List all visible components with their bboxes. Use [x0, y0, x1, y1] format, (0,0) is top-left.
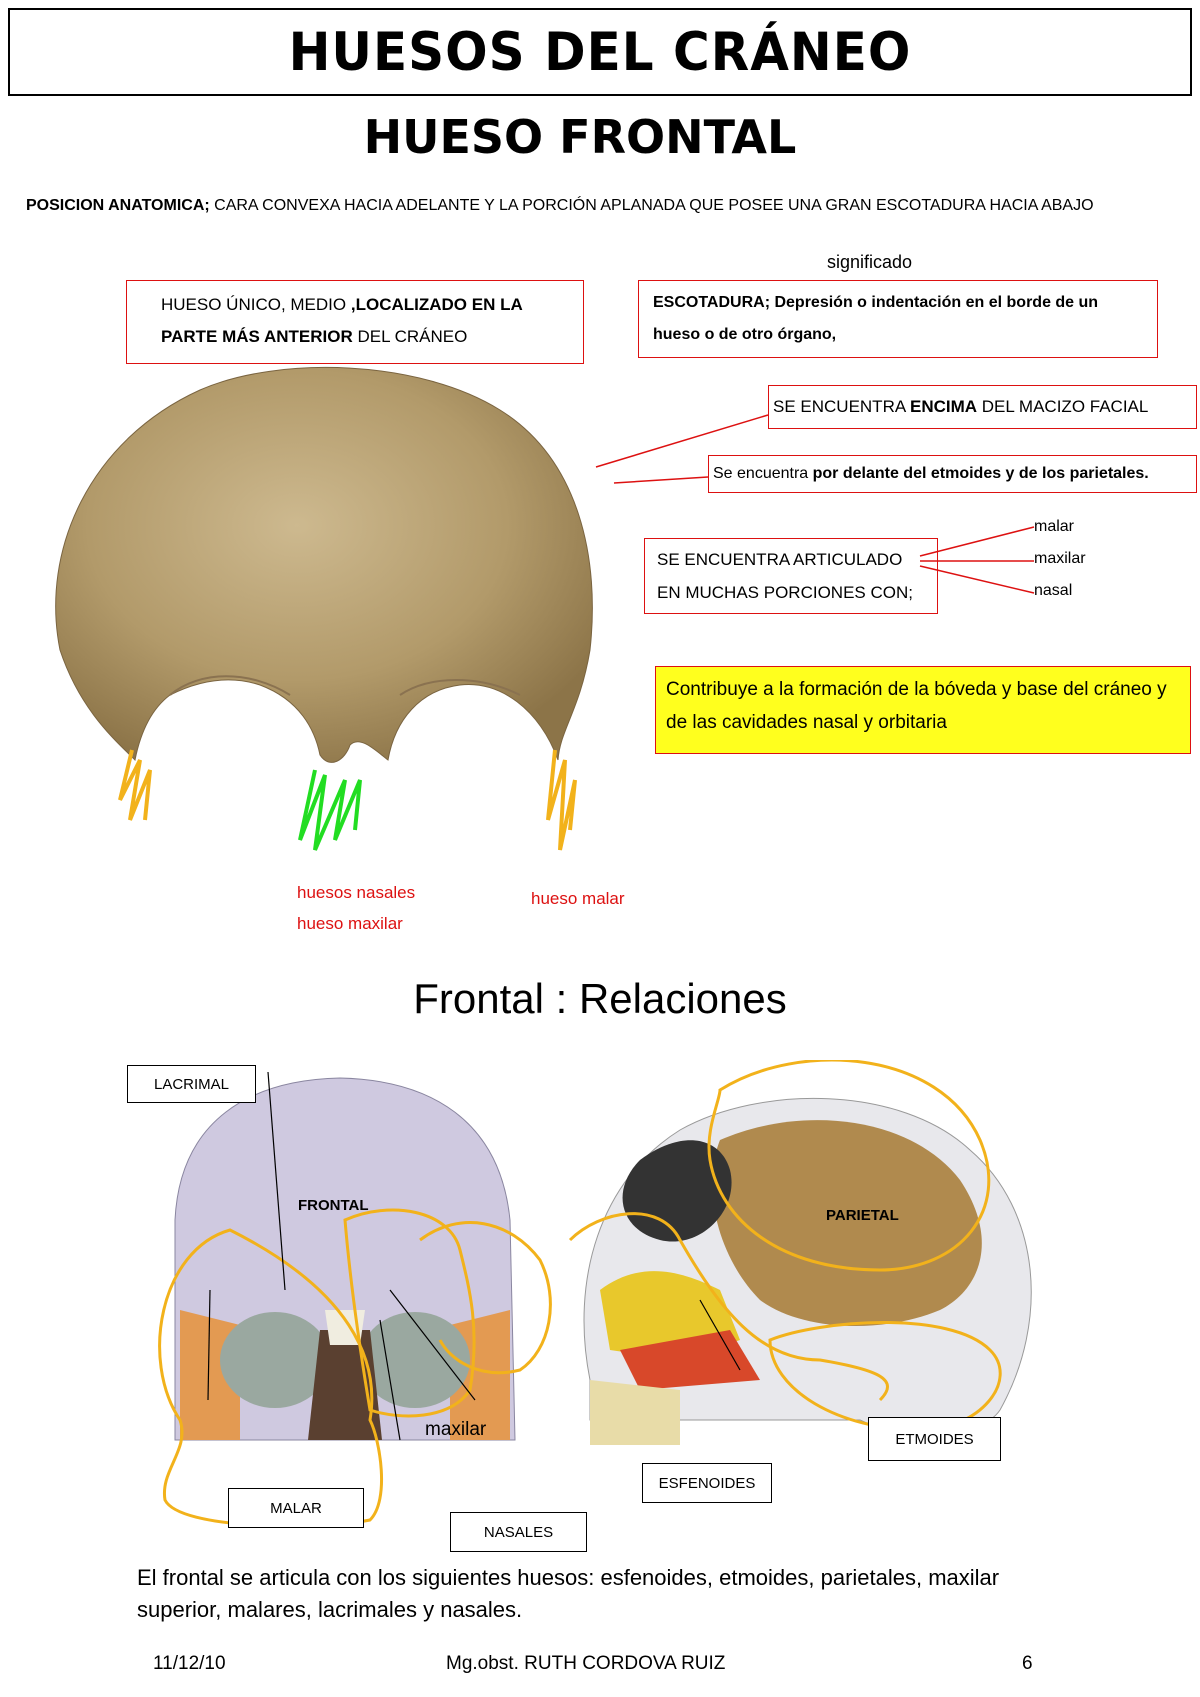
etmoides-box: ETMOIDES	[868, 1417, 1001, 1461]
malar-box: MALAR	[228, 1488, 364, 1528]
footer-author: Mg.obst. RUTH CORDOVA RUIZ	[446, 1653, 726, 1674]
footer-date: 11/12/10	[153, 1653, 226, 1674]
branch-maxilar: maxilar	[1034, 550, 1086, 567]
page-number: 6	[1022, 1653, 1033, 1674]
note-encima-c: DEL MACIZO FACIAL	[977, 397, 1149, 416]
skull-front-view: FRONTAL	[174, 1077, 516, 1441]
section-title: Frontal : Relaciones	[413, 975, 787, 1022]
note-escotadura: ESCOTADURA; Depresión o indentación en e…	[638, 280, 1158, 358]
maxilar-label: maxilar	[425, 1419, 487, 1440]
scribble-right-orange	[546, 749, 577, 851]
branch-nasal: nasal	[1034, 582, 1073, 599]
frontal-bone-illustration	[55, 366, 593, 851]
position-text: CARA CONVEXA HACIA ADELANTE Y LA PORCIÓN…	[209, 197, 1094, 214]
title-box: HUESOS DEL CRÁNEO	[8, 8, 1192, 96]
frontal-bone-shape	[55, 366, 593, 763]
note-unico-c: DEL CRÁNEO	[352, 327, 468, 346]
note-unico-b: ,LOCALIZADO EN LA PARTE MÁS ANTERIOR	[161, 295, 523, 346]
note-unico-a: HUESO ÚNICO, MEDIO	[161, 295, 351, 314]
scribble-nasal-green	[298, 769, 362, 851]
branch-malar: malar	[1034, 518, 1075, 535]
lacrimal-box: LACRIMAL	[127, 1065, 256, 1103]
label-hueso-maxilar: hueso maxilar	[297, 914, 403, 933]
note-delante-a: Se encuentra	[713, 465, 813, 482]
anatomical-position: POSICION ANATOMICA; CARA CONVEXA HACIA A…	[26, 190, 1176, 222]
summary-paragraph: El frontal se articula con los siguiente…	[137, 1565, 1000, 1622]
note-delante: Se encuentra por delante del etmoides y …	[708, 455, 1197, 493]
note-encima-a: SE ENCUENTRA	[773, 397, 910, 416]
scribble-left-orange	[118, 749, 152, 821]
significado-label: significado	[827, 252, 913, 272]
skull-lateral-view: PARIETAL	[583, 1097, 1032, 1445]
frontal-label: FRONTAL	[298, 1197, 369, 1214]
relaciones-illustration: FRONTAL PARIETAL maxilar	[158, 1060, 1032, 1528]
nasales-box: NASALES	[450, 1512, 587, 1552]
position-label: POSICION ANATOMICA;	[26, 197, 210, 214]
note-articulado: SE ENCUENTRA ARTICULADO EN MUCHAS PORCIO…	[644, 538, 938, 614]
note-unico: HUESO ÚNICO, MEDIO ,LOCALIZADO EN LA PAR…	[126, 280, 584, 364]
esfenoides-box: ESFENOIDES	[642, 1463, 772, 1503]
label-hueso-malar: hueso malar	[531, 889, 625, 908]
note-delante-b: por delante del etmoides y de los pariet…	[812, 465, 1149, 482]
page-subtitle: HUESO FRONTAL	[363, 110, 797, 164]
note-encima: SE ENCUENTRA ENCIMA DEL MACIZO FACIAL	[768, 385, 1197, 429]
label-huesos-nasales: huesos nasales	[297, 883, 416, 902]
note-contribuye: Contribuye a la formación de la bóveda y…	[655, 666, 1191, 754]
note-encima-b: ENCIMA	[909, 397, 978, 416]
connector-lines	[595, 414, 1035, 594]
parietal-label: PARIETAL	[826, 1207, 899, 1224]
page-title: HUESOS DEL CRÁNEO	[288, 21, 912, 83]
